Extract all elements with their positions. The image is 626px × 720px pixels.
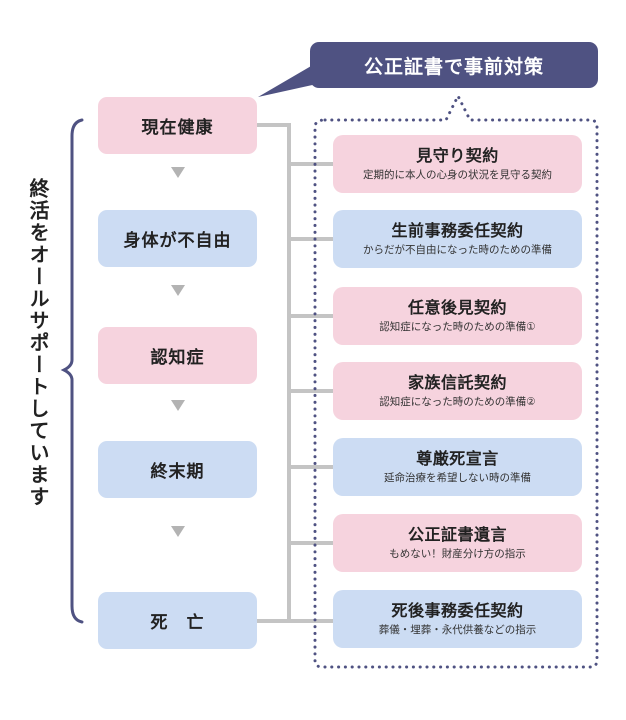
measure-title: 任意後見契約 — [407, 298, 507, 317]
stage-label: 身体が不自由 — [123, 231, 232, 251]
stage-label: 認知症 — [150, 348, 205, 368]
stage-physically-impaired: 身体が不自由 — [98, 210, 257, 267]
measure-card: 死後事務委任契約 葬儀・埋葬・永代供養などの指示 — [333, 590, 582, 648]
stage-death: 死 亡 — [98, 592, 257, 649]
callout-label: 公正証書で事前対策 — [363, 55, 544, 78]
callout-banner: 公正証書で事前対策 — [310, 42, 598, 88]
down-arrow-icon — [171, 285, 185, 296]
stage-dementia: 認知症 — [98, 327, 257, 384]
stage-terminal: 終末期 — [98, 441, 257, 498]
measure-card: 尊厳死宣言 延命治療を希望しない時の準備 — [333, 438, 582, 496]
measure-subtitle: 定期的に本人の心身の状況を見守る契約 — [363, 169, 552, 181]
measure-title: 見守り契約 — [416, 146, 499, 165]
connector-lines — [257, 123, 333, 623]
stage-label: 現在健康 — [141, 118, 214, 138]
left-brace — [60, 118, 84, 624]
down-arrow-icon — [171, 167, 185, 178]
measure-title: 生前事務委任契約 — [391, 221, 524, 240]
measure-card: 家族信託契約 認知症になった時のための準備② — [333, 362, 582, 420]
stage-label: 終末期 — [150, 462, 205, 482]
measure-title: 家族信託契約 — [407, 373, 507, 392]
measure-title: 尊厳死宣言 — [416, 449, 499, 468]
measure-subtitle: 認知症になった時のための準備② — [379, 396, 536, 408]
down-arrow-icon — [171, 526, 185, 537]
measure-card: 任意後見契約 認知症になった時のための準備① — [333, 287, 582, 345]
measure-card: 見守り契約 定期的に本人の心身の状況を見守る契約 — [333, 135, 582, 193]
measure-subtitle: 葬儀・埋葬・永代供養などの指示 — [378, 624, 537, 636]
measure-title: 死後事務委任契約 — [391, 601, 524, 620]
measure-card: 公正証書遺言 もめない！財産分け方の指示 — [333, 514, 582, 572]
stage-healthy: 現在健康 — [98, 97, 257, 154]
measure-subtitle: もめない！財産分け方の指示 — [389, 548, 526, 560]
measure-title: 公正証書遺言 — [407, 525, 507, 544]
down-arrow-icon — [171, 400, 185, 411]
side-label: 終活をオールサポートしています — [26, 178, 50, 508]
connector-top — [257, 123, 291, 621]
measure-subtitle: 認知症になった時のための準備① — [379, 321, 536, 333]
dotted-frame — [313, 92, 599, 669]
stage-label: 死 亡 — [150, 613, 205, 633]
measure-subtitle: からだが不自由になった時のための準備 — [363, 244, 552, 256]
measure-card: 生前事務委任契約 からだが不自由になった時のための準備 — [333, 210, 582, 268]
measure-subtitle: 延命治療を希望しない時の準備 — [384, 472, 531, 484]
